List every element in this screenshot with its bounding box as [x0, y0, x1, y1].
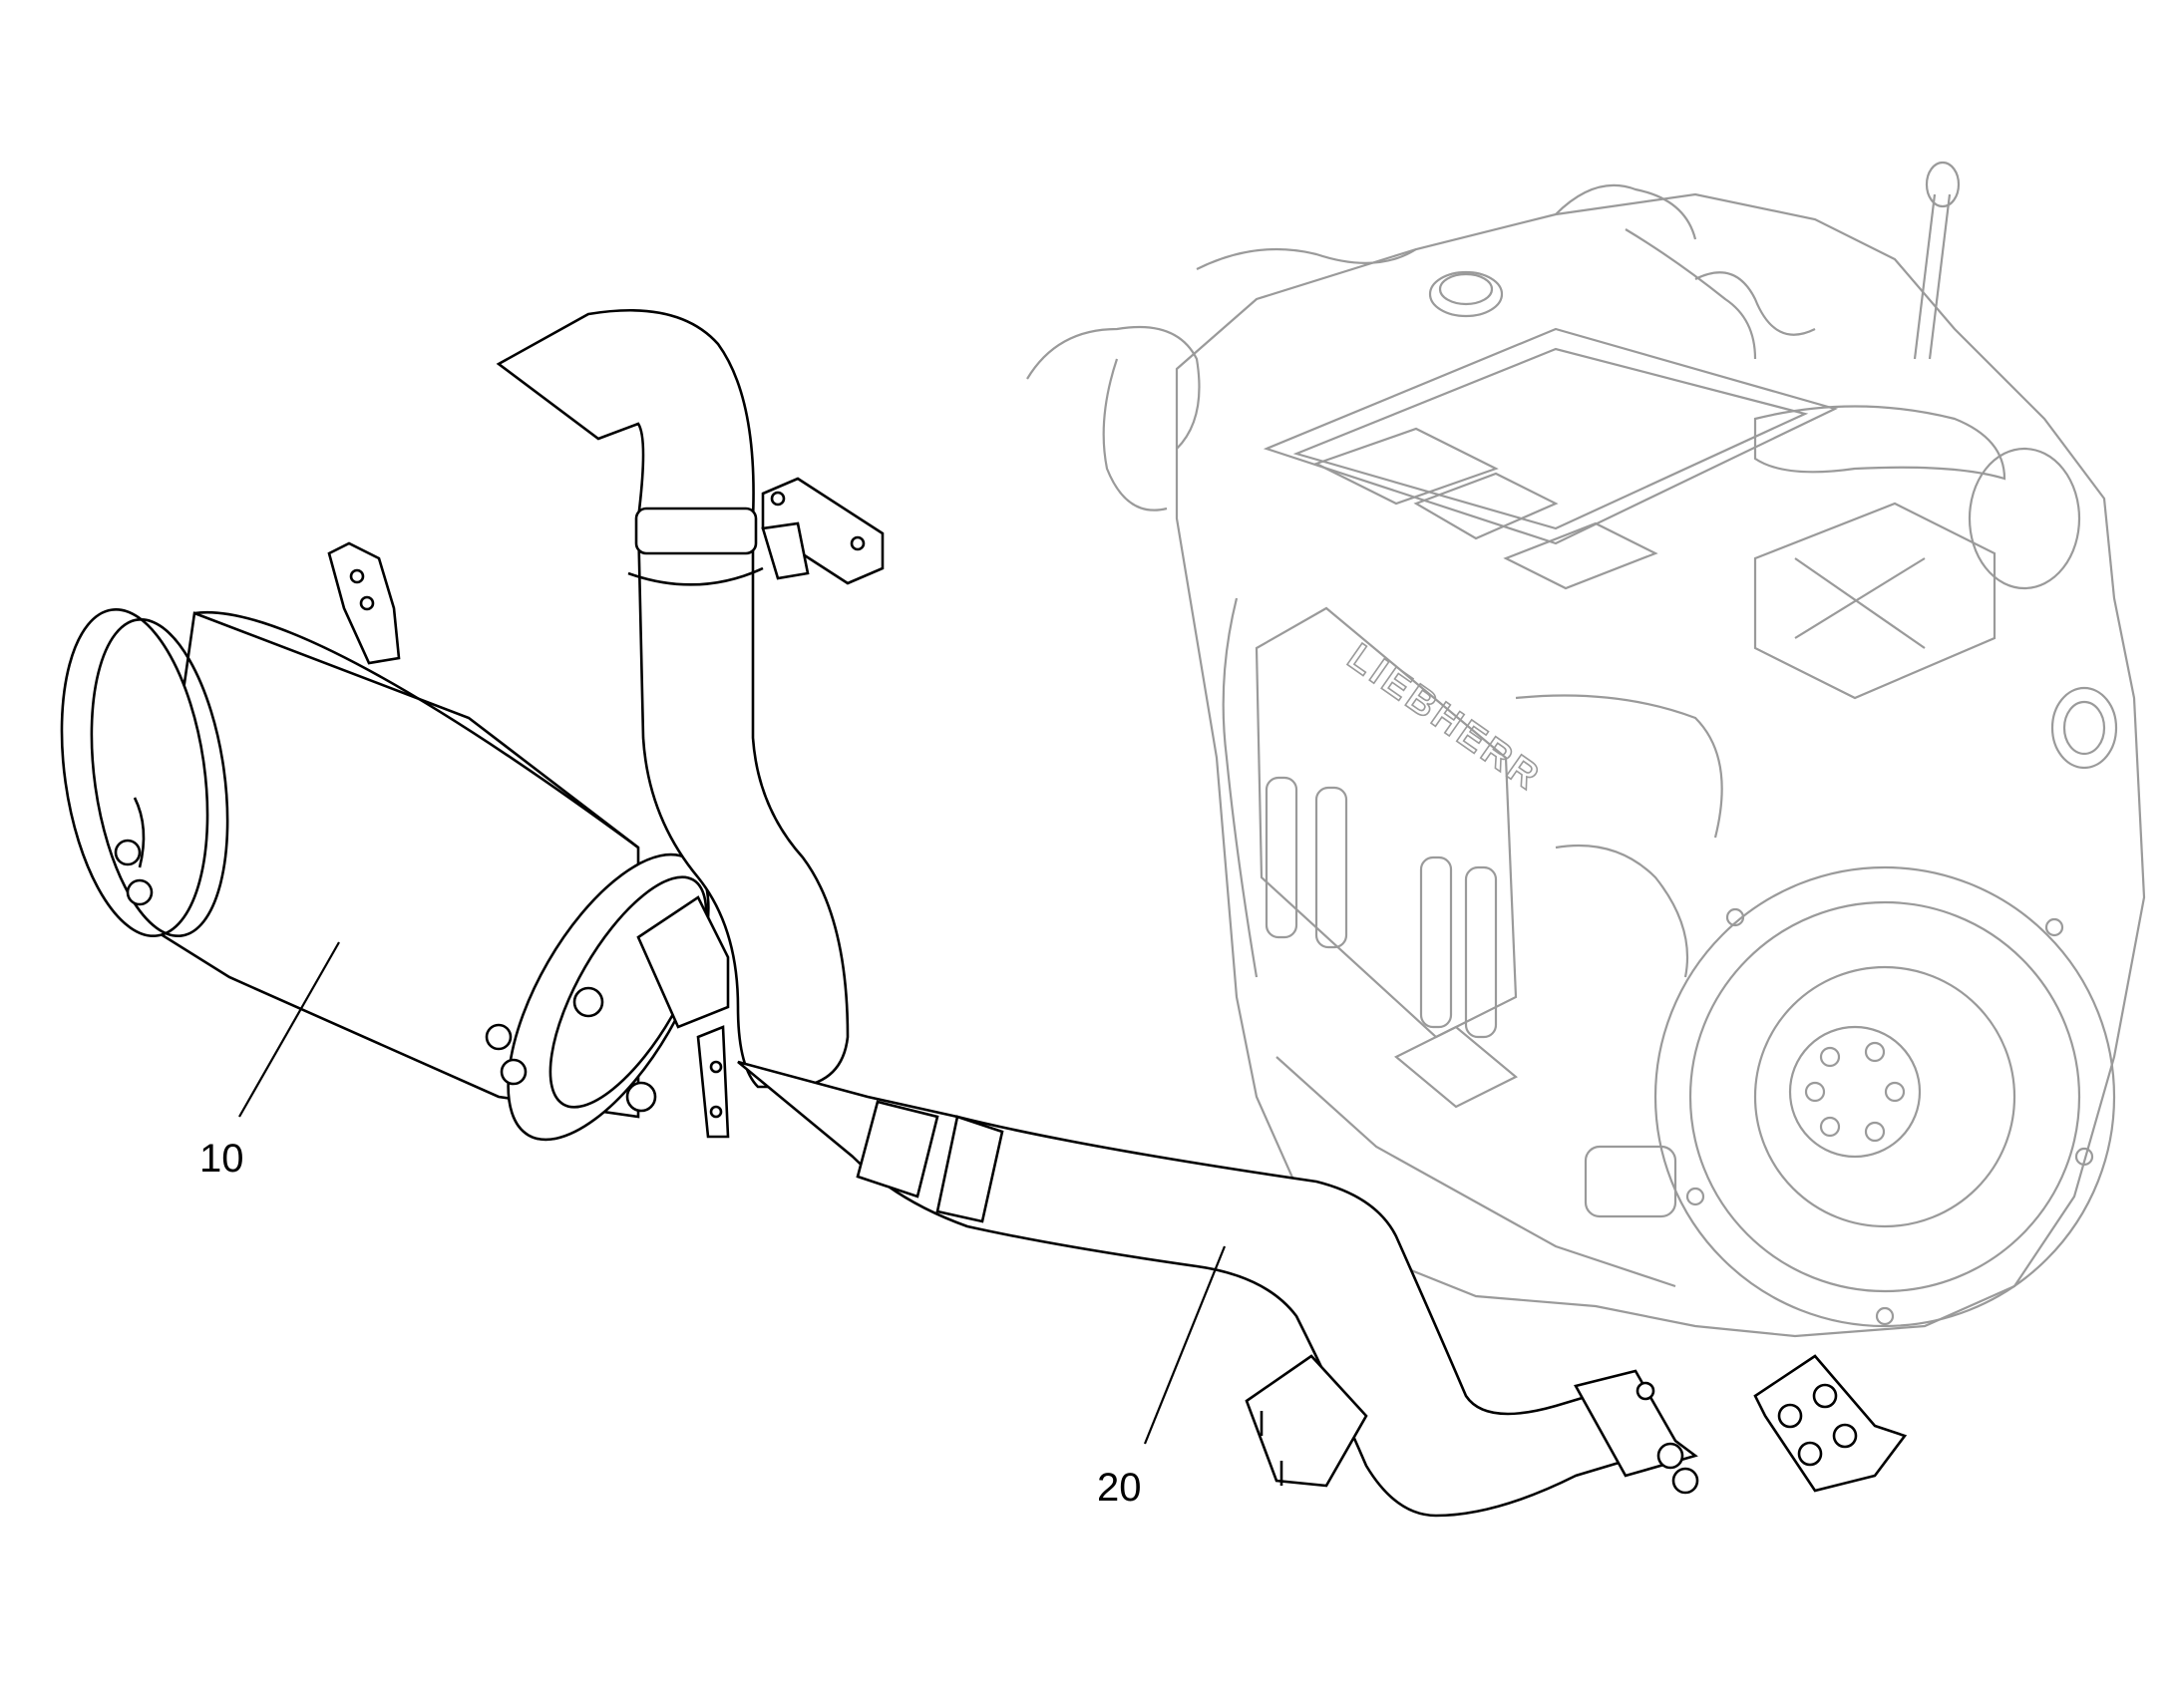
mount-nut — [1777, 1403, 1803, 1429]
engine-brand-lettering: LIEBHERR — [1340, 636, 1549, 800]
pipe-mount-plate-left — [1245, 1354, 1368, 1488]
leader-line-20 — [1143, 1245, 1227, 1445]
flywheel-bolt — [1819, 1046, 1841, 1068]
turbo-outlet — [2050, 686, 2118, 770]
oil-filler-cap-ring — [1438, 272, 1494, 306]
sensor-bracket — [1394, 1025, 1518, 1109]
wiring-harness — [1694, 271, 1816, 336]
clamp-bolt — [500, 1058, 528, 1086]
bracket-hole — [850, 535, 866, 551]
wiring-harness — [1196, 247, 1417, 270]
oil-pan — [1275, 1056, 1676, 1288]
intake-pipe — [1753, 405, 2006, 481]
engine-outline — [1175, 192, 2146, 1338]
tailpipe-clamp — [627, 566, 764, 586]
bracket-hole — [709, 1060, 723, 1074]
tailpipe-collar — [634, 507, 758, 555]
stack-bracket-foot — [761, 521, 810, 580]
wiring-harness — [1222, 597, 1259, 978]
rocker-cover-right — [1753, 502, 1997, 700]
flywheel-housing — [1653, 865, 2116, 1328]
dipstick — [1928, 193, 1952, 360]
wiring-harness — [1026, 325, 1201, 450]
flywheel — [1688, 900, 2081, 1293]
callout-10: 10 — [199, 941, 340, 1181]
muffler-front-cap-rim — [90, 617, 229, 938]
cover-cross — [1794, 557, 1926, 639]
slip-joint — [856, 1100, 939, 1198]
wiring-harness — [1515, 694, 1723, 839]
bracket-hole — [349, 568, 365, 584]
connector — [1314, 786, 1348, 949]
callout-label-20: 20 — [1097, 1466, 1142, 1510]
clamp-bolt — [1656, 1442, 1684, 1470]
flywheel-bolt — [1864, 1041, 1886, 1063]
housing-bolt — [1725, 907, 1745, 927]
muffler-rear-cap-inner — [548, 875, 708, 1109]
turbo-housing — [1968, 447, 2081, 590]
pipe-mount-plate-right — [1753, 1354, 1908, 1493]
engine-block: LIEBHERR — [1026, 161, 2146, 1338]
muffler[interactable] — [43, 541, 749, 1171]
flywheel-bolt — [1864, 1121, 1886, 1143]
starter-motor — [1584, 1145, 1677, 1218]
clamp-bolt — [1671, 1467, 1699, 1495]
callout-20: 20 — [1097, 1245, 1227, 1510]
wiring-harness — [1102, 358, 1168, 512]
muffler-top-edge — [193, 610, 639, 850]
wiring-harness — [1625, 228, 1757, 360]
tailpipe-outlet — [496, 308, 755, 520]
housing-bolt — [1685, 1187, 1705, 1206]
flywheel-bolt — [1884, 1081, 1906, 1103]
clamp-bolt — [126, 878, 154, 906]
flywheel-bolt — [1819, 1116, 1841, 1138]
mount-nut — [1797, 1441, 1823, 1467]
dipstick-handle — [1925, 161, 1961, 208]
bracket-hole — [709, 1105, 723, 1119]
rear-cap-hole — [572, 986, 604, 1018]
valve-cover-detail — [1413, 472, 1559, 540]
clamp-bolt — [114, 839, 142, 866]
mount-nut — [1812, 1383, 1838, 1409]
leader-line-10 — [238, 941, 340, 1118]
exhaust-pipe[interactable] — [737, 1060, 1908, 1518]
connector — [1419, 855, 1453, 1029]
dipstick — [1913, 193, 1937, 360]
mount-nut — [1832, 1423, 1858, 1449]
valve-cover-inner — [1292, 347, 1809, 530]
cover-cross — [1794, 557, 1926, 649]
bracket-hole — [770, 491, 786, 507]
flywheel-hub — [1788, 1025, 1922, 1159]
connector — [1265, 776, 1298, 939]
valve-cover-detail — [1313, 427, 1499, 506]
tailpipe-stack[interactable] — [496, 308, 885, 1089]
housing-bolt — [2074, 1147, 2094, 1167]
clamp-bolt — [485, 1023, 513, 1051]
oil-filler-cap — [1428, 270, 1504, 318]
wiring-harness — [1555, 844, 1689, 978]
callout-label-10: 10 — [199, 1137, 244, 1181]
connector — [1464, 865, 1498, 1039]
flywheel-inner-ring — [1753, 965, 2016, 1228]
clamp-bolt — [1635, 1381, 1655, 1401]
lower-bracket — [696, 1025, 730, 1139]
ecu-plate — [1255, 606, 1518, 1039]
bracket-hole — [359, 595, 375, 611]
turbo-outlet-inner — [2062, 700, 2106, 756]
housing-bolt — [1875, 1306, 1895, 1326]
slip-joint-ring — [935, 1115, 1004, 1223]
muffler-outlet-stub — [636, 895, 730, 1029]
flywheel-bolt — [1804, 1081, 1826, 1103]
valve-cover — [1263, 327, 1839, 545]
muffler-front-cap — [60, 608, 209, 937]
rear-cap-hole — [625, 1081, 657, 1113]
front-clamp — [133, 797, 146, 868]
valve-cover-detail — [1503, 521, 1658, 590]
housing-bolt — [2044, 917, 2064, 937]
wiring-harness — [1555, 183, 1697, 240]
